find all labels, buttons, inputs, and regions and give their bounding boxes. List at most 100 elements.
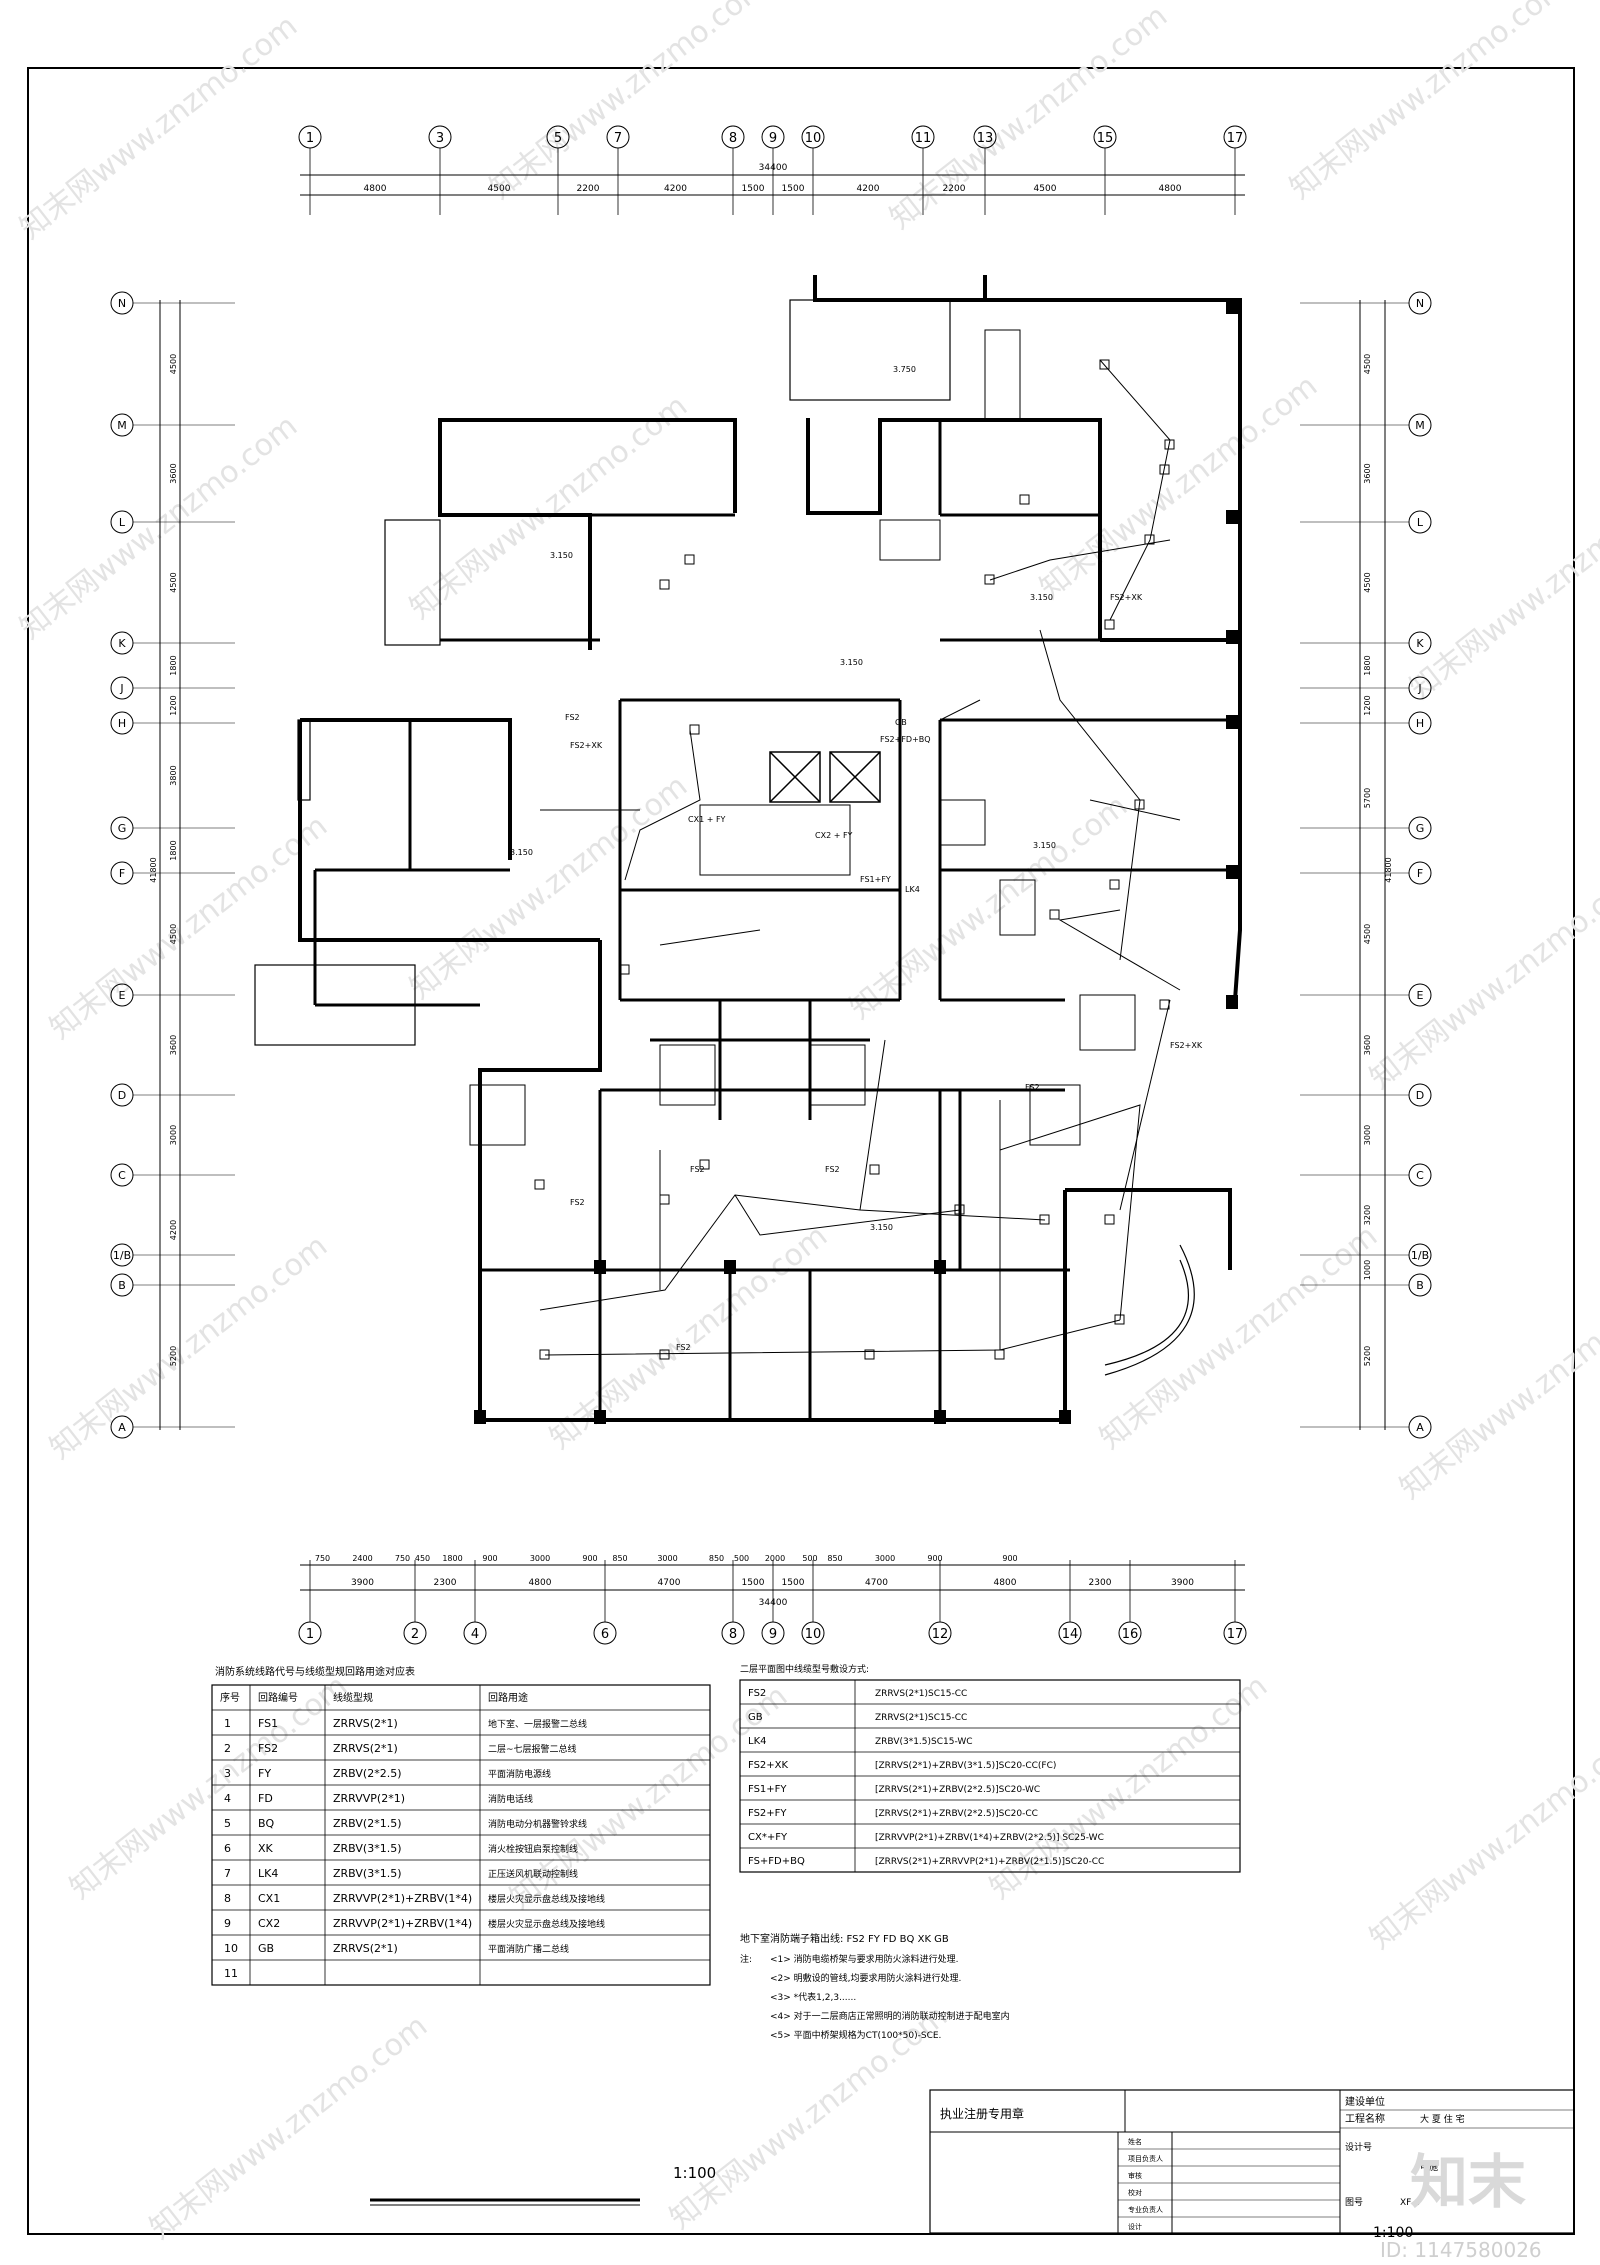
dim-value: 3000 [169,1125,178,1145]
dim-value: 1500 [782,184,805,194]
table-cell: 8 [224,1892,231,1905]
table-cell: FS+FD+BQ [748,1856,805,1867]
notes-block: 地下室消防端子箱出线: FS2 FY FD BQ XK GB注:<1> 消防电缆… [740,1932,1010,2041]
dim-total: 41800 [149,857,158,882]
dim-value: 850 [612,1554,627,1563]
dim-value: 900 [927,1554,942,1563]
exterior-walls [298,275,1242,1422]
table-cell: 5 [224,1817,231,1830]
circuit-label: CX1 + FY [688,815,726,824]
axis-label: M [1415,419,1425,432]
table-cell: GB [258,1942,274,1955]
table-cell: 正压送风机联动控制线 [488,1868,578,1880]
axis-label: D [118,1089,126,1102]
dim-value: 4500 [1363,354,1372,374]
dim-value: 3000 [530,1554,550,1563]
title-row-label: 校对 [1128,2188,1142,2197]
table-cell: 楼层火灾显示盘总线及接地线 [488,1918,605,1930]
axis-label: 11 [915,131,932,146]
axis-label: 17 [1227,1627,1244,1642]
dim-value: 500 [734,1554,749,1563]
dim-value: 900 [582,1554,597,1563]
axis-label: 1 [306,1627,314,1642]
axis-label: 8 [729,1627,737,1642]
elevation-label: 3.150 [840,658,863,667]
table-cell: 二层~七层报警二总线 [488,1743,577,1755]
circuit-label: FS2 [1025,1083,1040,1092]
circuit-label: FS2+XK [570,741,603,750]
watermark-text: 知末网www.znzmo.com [403,768,694,1006]
construction-unit: 建设单位 [1345,2095,1385,2108]
axis-label: A [1416,1421,1424,1434]
axis-label: C [1416,1169,1424,1182]
table-cell: ZRRVS(2*1)SC15-CC [875,1689,967,1699]
dim-value: 3600 [169,1035,178,1055]
watermark-text: 知末网www.znzmo.com [63,1668,354,1906]
alarm-wiring [539,359,1181,1356]
table-cell: 消防电动分机器警铃求线 [488,1818,587,1830]
axis-label: 1/B [1411,1249,1429,1262]
circuit-label: FS2 [565,713,580,722]
dim-value: 4500 [169,354,178,374]
stairs [469,329,1136,1146]
axis-label: M [117,419,127,432]
table-cell: ZRRVS(2*1) [333,1942,398,1955]
table-cell: FS2+XK [748,1760,789,1771]
circuit-label: GB [895,718,907,727]
watermark-text: 知末网www.znzmo.com [43,1228,334,1466]
table-cell: 9 [224,1917,231,1930]
table-cell: ZRBV(3*1.5) [333,1867,402,1880]
table-header: 回路用途 [488,1691,528,1704]
dim-value: 4700 [658,1578,681,1588]
dim-value: 2300 [434,1578,457,1588]
dim-value: 900 [482,1554,497,1563]
note-item: <2> 明敷设的管线,均要求用防火涂料进行处理. [770,1972,961,1984]
elevation-label: 3.150 [1030,593,1053,602]
table-cell: ZRRVVP(2*1)+ZRBV(1*4) [333,1917,472,1930]
logo: 知末 [1410,2148,1527,2216]
elevation-label: 3.750 [893,365,916,374]
dim-value: 1500 [742,1578,765,1588]
axis-label: 10 [805,131,822,146]
title-row-label: 姓名 [1128,2137,1142,2146]
circuit-label: FS1+FY [860,875,891,884]
dim-value: 5200 [1363,1346,1372,1366]
axis-label: J [1417,682,1421,695]
dim-value: 1800 [442,1554,462,1563]
dim-value: 4200 [664,184,687,194]
axis-label: 14 [1062,1627,1079,1642]
dim-value: 450 [415,1554,430,1563]
dim-value: 5700 [1363,788,1372,808]
axis-label: L [1417,516,1424,529]
table-cell: ZRRVS(2*1) [333,1717,398,1730]
axis-label: N [118,297,126,310]
table-title: 二层平面图中线缆型号敷设方式: [740,1663,869,1675]
table-cell: [ZRRVS(2*1)+ZRBV(2*2.5)]SC20-CC [875,1809,1038,1819]
axis-label: B [118,1279,126,1292]
table-cell: 10 [224,1942,238,1955]
watermark-layer: 知末网www.znzmo.com 知末网www.znzmo.com 知末网www.z… [13,0,1600,2246]
circuit-label: FS2 [570,1198,585,1207]
table-cell: 2 [224,1742,231,1755]
dim-value: 1800 [169,655,178,675]
dim-value: 1500 [782,1578,805,1588]
circuit-label: FS2 [690,1165,705,1174]
table-cell: ZRRVVP(2*1)+ZRBV(1*4) [333,1892,472,1905]
project-name: 工程名称 [1345,2112,1385,2125]
watermark-text: 知末网www.znzmo.com [1363,858,1600,1096]
table-cell: ZRBV(2*1.5) [333,1817,402,1830]
dim-value: 4500 [169,924,178,944]
dim-value: 3000 [1363,1125,1372,1145]
note-basement: 地下室消防端子箱出线: FS2 FY FD BQ XK GB [740,1932,949,1945]
dim-value: 4500 [169,572,178,592]
elevation-label: 3.150 [550,551,573,560]
elevation-label: 3.150 [870,1223,893,1232]
watermark-text: 知末网www.znzmo.com [143,2008,434,2246]
dim-value: 1800 [1363,655,1372,675]
dim-value: 3900 [1171,1578,1194,1588]
axis-label: 7 [614,131,622,146]
axis-label: B [1416,1279,1424,1292]
axis-label: E [1417,989,1424,1002]
dim-value: 1500 [742,184,765,194]
